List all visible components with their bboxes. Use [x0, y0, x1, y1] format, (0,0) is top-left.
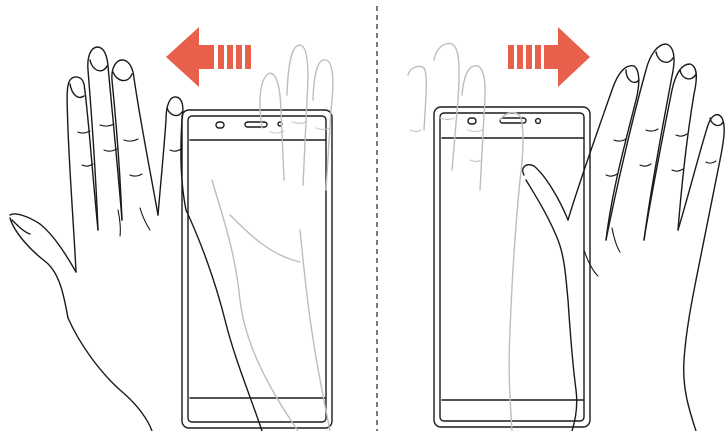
left-hand — [10, 47, 262, 431]
swipe-right-arrow — [508, 27, 590, 87]
right-phone-illustration — [434, 107, 590, 427]
right-hand — [523, 44, 724, 431]
right-panel — [408, 27, 724, 431]
left-panel — [10, 27, 333, 431]
right-ghost-hand — [408, 44, 523, 431]
left-ghost-hand — [212, 45, 333, 431]
left-phone-illustration — [182, 110, 332, 428]
swipe-left-arrow — [166, 27, 251, 87]
